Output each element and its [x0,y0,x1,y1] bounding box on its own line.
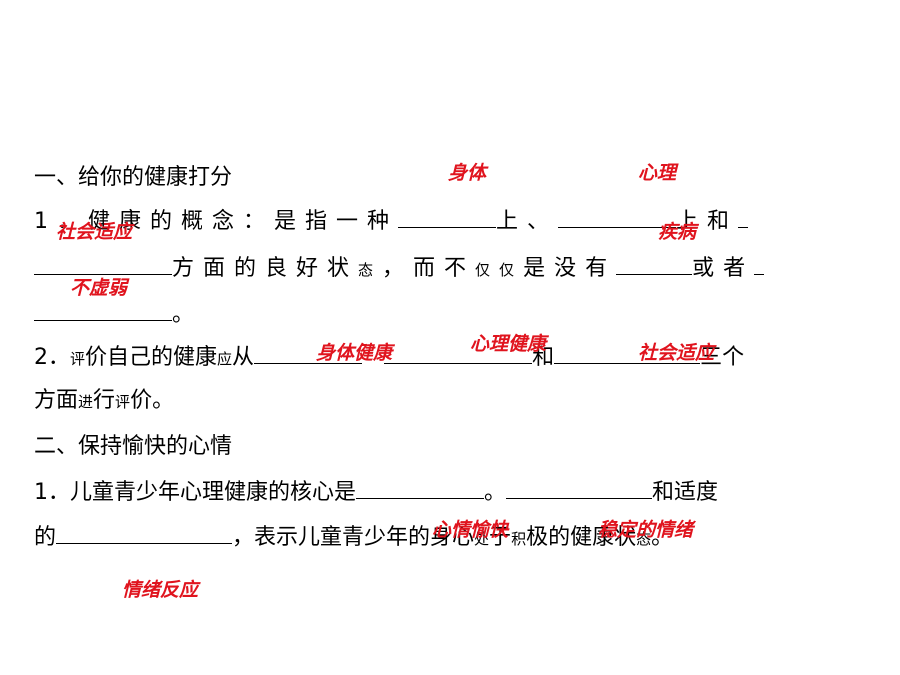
q2-text-a-small: 评 [70,350,86,368]
q1-text-d: 方面的良好状 [172,256,359,281]
q1-text-a: 健康的概念：是指一种 [88,209,399,234]
answer-xinqing-yukuai: 心情愉快 [432,519,509,541]
s2-q1-text-c: 和适度 [652,480,719,505]
q1-text-b: 上、 [496,209,559,234]
q1-line-3: 。 [34,298,194,330]
blank-4[interactable] [616,252,693,275]
q1-text-c: 上和 [676,209,739,234]
s2-q1-text-a: 儿童青少年心理健康的核心是 [70,480,357,505]
q1-line-2: 方面的良好状态，而不仅仅是没有 或者 [34,252,765,285]
q1-text-f: 是没有 [523,256,617,281]
section-2-heading: 二、保持愉快的心情 [34,434,233,459]
blank-3[interactable] [34,252,172,275]
q1-text-g: 或者 [692,256,755,281]
q2-text-g-small: 评 [115,393,131,411]
blank-6[interactable] [254,341,363,364]
s2-q1-text-g-small: 态 [636,530,652,548]
blank-8[interactable] [554,341,701,364]
q2-text-b-small: 应 [217,350,233,368]
s2-q1-number: 1． [34,480,70,505]
s2-q1-text-e-small: 处 [474,530,490,548]
q1-text-e-small: 仅仅 [475,261,524,279]
s2-q1-text-h: 。 [651,525,674,550]
answer-qingxu-fanying: 情绪反应 [122,579,199,601]
blank-11[interactable] [56,521,233,544]
answer-bu-xuruo: 不虚弱 [70,277,128,299]
blank-5-start[interactable] [754,252,765,275]
blank-5[interactable] [34,298,172,321]
blank-1[interactable] [398,205,497,228]
q2-text-e: 方面 [34,388,79,413]
q1-line-1: 1．健康的概念：是指一种 上、 上和 [34,205,749,237]
s2-q1-text-g: 极的健康状 [526,525,637,550]
answer-shehui-shiying-2: 社会适应 [638,342,715,364]
q1-text-d-small: 态 [358,261,383,279]
section-1-heading: 一、给你的健康打分 [34,165,233,190]
s2-q1-text-d: 的 [34,525,57,550]
s2-q1-line-2: 的 ，表示儿童青少年的身心处于积极的健康状态。 [34,521,673,554]
blank-10[interactable] [506,476,653,499]
blank-2[interactable] [558,205,677,228]
q2-line-2: 方面进行评价。 [34,386,174,417]
answer-xinli-jiankang: 心理健康 [470,333,547,355]
q2-text-f: 行 [93,388,116,413]
answer-shenti: 身体 [448,162,487,184]
q2-line-1: 2．评价自己的健康应从 和 三个 [34,341,744,374]
q2-text-b: 从 [232,345,255,370]
s2-q1-line-1: 1．儿童青少年心理健康的核心是 。 和适度 [34,476,718,508]
q2-text-c: 和 [532,345,555,370]
s2-q1-text-f: 于 [489,525,512,550]
s2-q1-text-f-small: 积 [511,530,527,548]
blank-7[interactable] [384,341,533,364]
answer-jibing: 疾病 [658,221,697,243]
q2-text-g: 价。 [130,388,175,413]
s2-q1-text-e: ，表示儿童青少年的身心 [232,525,475,550]
q1-text-e: ，而不 [382,256,476,281]
q1-text-h: 。 [172,302,195,327]
q1-number: 1． [34,209,88,234]
s2-q1-text-b: 。 [484,480,507,505]
blank-9[interactable] [356,476,485,499]
answer-shehui-shiying: 社会适应 [56,221,133,243]
answer-shenti-jiankang: 身体健康 [316,342,393,364]
q2-text-a: 价自己的健康 [85,345,218,370]
answer-xinli: 心理 [638,162,677,184]
q2-number: 2． [34,345,70,370]
q2-text-f-small: 进 [78,393,94,411]
answer-wending-qingxu: 稳定的情绪 [598,519,694,541]
blank-3-start[interactable] [738,205,749,228]
q2-text-d: 三个 [700,345,745,370]
